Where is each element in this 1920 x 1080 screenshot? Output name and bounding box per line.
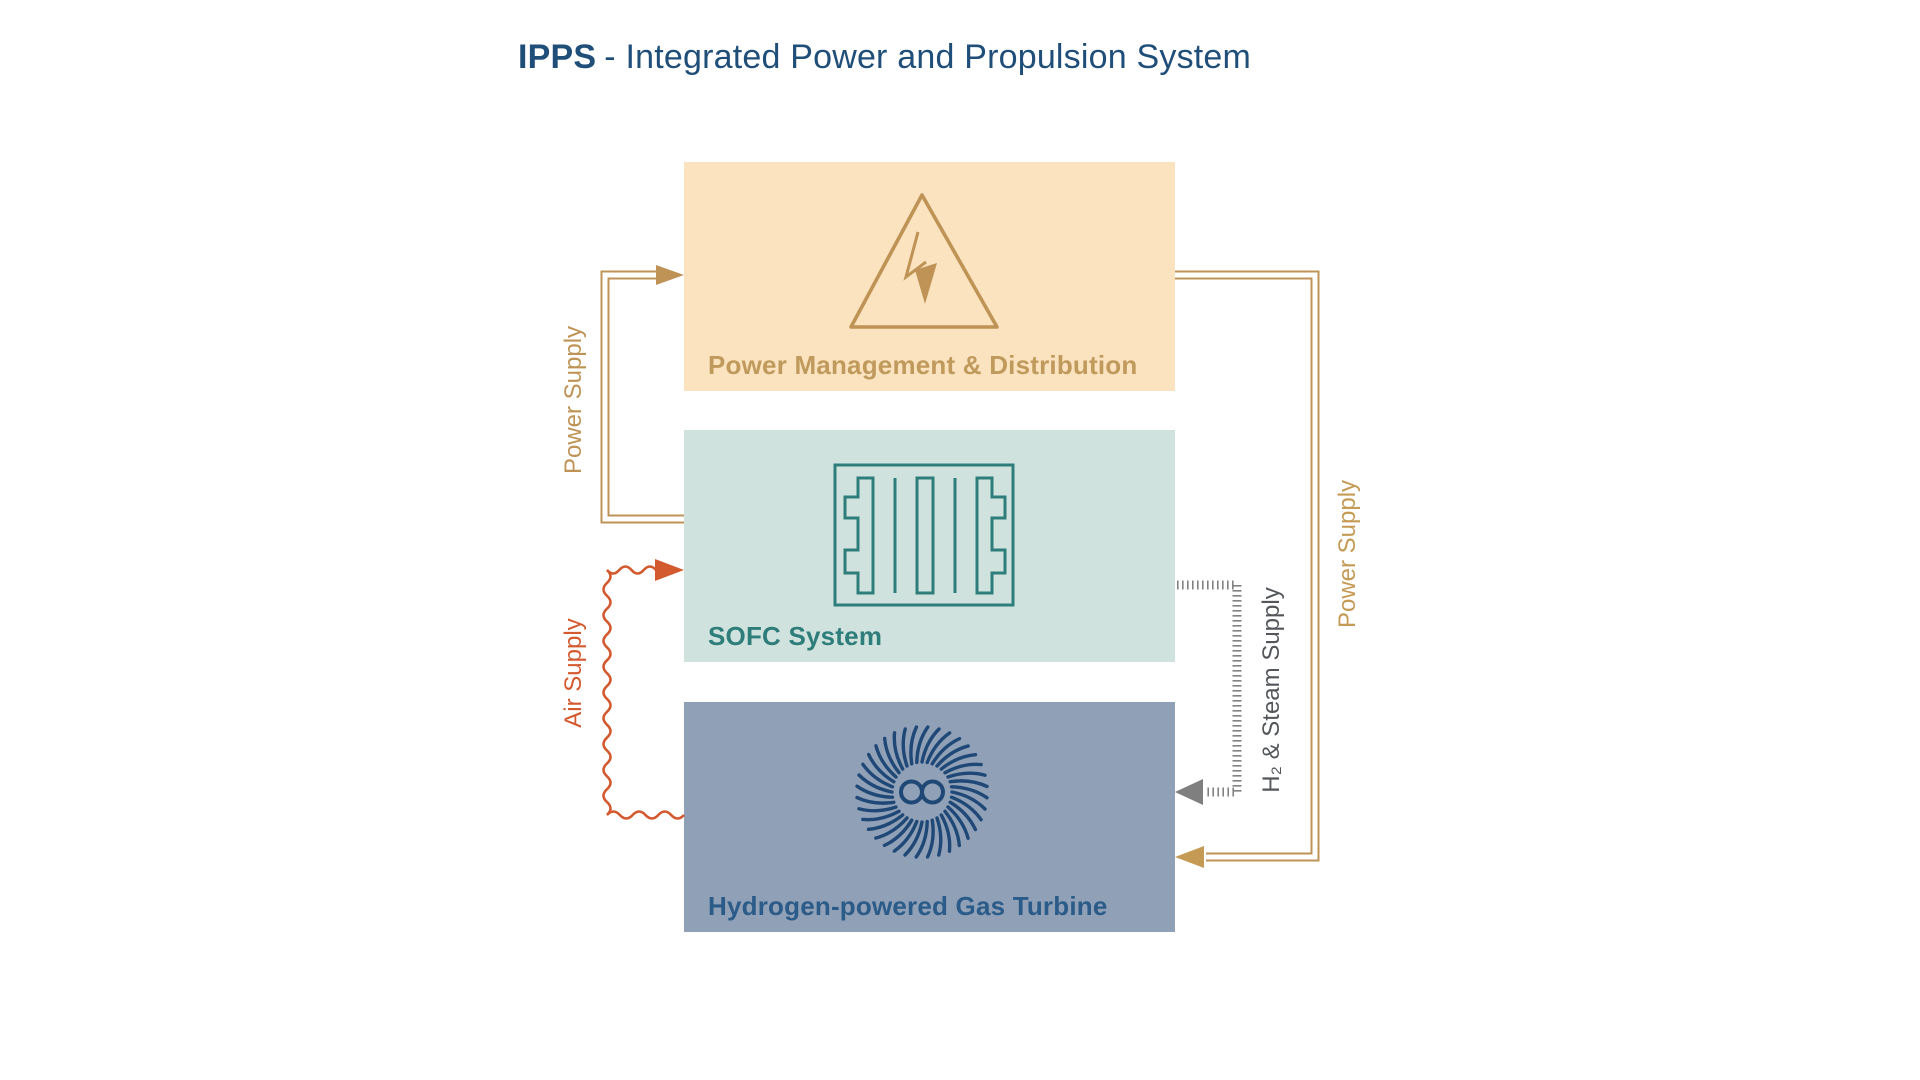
- power-supply-right-line-gap: [1175, 272, 1318, 860]
- flow-power-supply-right: [1175, 270, 1320, 868]
- block-power-management-distribution: Power Management & Distribution: [684, 162, 1175, 391]
- block-label-turbine: Hydrogen-powered Gas Turbine: [708, 891, 1108, 921]
- flow-air-supply: [602, 559, 685, 820]
- block-label-power-management: Power Management & Distribution: [708, 350, 1138, 380]
- h2-steam-supply-line: [1177, 580, 1242, 797]
- h2-steam-supply-arrowhead-icon: [1175, 779, 1203, 805]
- flow-h2-steam-supply: [1175, 580, 1242, 805]
- label-power-supply-left: Power Supply: [560, 325, 587, 475]
- title-abbreviation: IPPS: [518, 38, 597, 76]
- power-supply-left-line-gap: [602, 272, 684, 522]
- power-supply-right-arrowhead-icon: [1175, 846, 1204, 868]
- air-supply-arrowhead-icon: [655, 559, 684, 581]
- label-h2-steam-supply: H₂ & Steam Supply: [1258, 587, 1285, 793]
- label-power-supply-right: Power Supply: [1334, 479, 1361, 629]
- power-supply-left-arrowhead-icon: [656, 265, 684, 285]
- block-sofc-system: SOFC System: [684, 430, 1175, 662]
- block-label-sofc: SOFC System: [708, 621, 883, 651]
- air-supply-line: [602, 565, 685, 820]
- power-supply-right-line: [1175, 270, 1320, 862]
- label-air-supply: Air Supply: [560, 618, 587, 728]
- power-supply-left-line: [600, 270, 684, 524]
- block-hydrogen-gas-turbine: Hydrogen-powered Gas Turbine: [684, 702, 1175, 932]
- flow-power-supply-left: [600, 265, 684, 524]
- title-subtitle: - Integrated Power and Propulsion System: [604, 38, 1252, 76]
- page-title: IPPS- Integrated Power and Propulsion Sy…: [518, 38, 1251, 77]
